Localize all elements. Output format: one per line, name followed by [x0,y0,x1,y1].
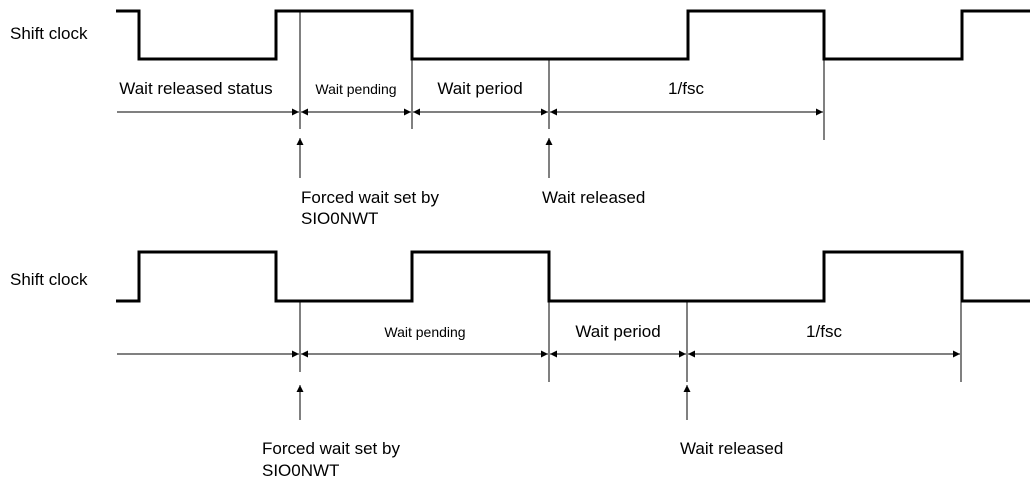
annotation-forced-wait: Forced wait set by [301,188,439,207]
shift-clock-waveform [116,9,1030,61]
segment-wait-period: Wait period [437,79,522,98]
signal-label: Shift clock [10,24,88,43]
annotation-forced-wait: Forced wait set by [262,439,400,458]
annotation-register: SIO0NWT [262,461,339,480]
segment-period-fsc: 1/fsc [806,322,842,341]
annotation-wait-released: Wait released [680,439,783,458]
segment-wait-period: Wait period [575,322,660,341]
diagram-1: Shift clock Wait released status Wait pe… [10,9,1030,228]
shift-clock-waveform [116,250,1030,303]
annotation-register: SIO0NWT [301,209,378,228]
annotation-wait-released: Wait released [542,188,645,207]
signal-label: Shift clock [10,270,88,289]
diagram-2: Shift clock Wait pending Wait period 1/f… [10,250,1030,480]
segment-wait-pending: Wait pending [315,81,396,97]
segment-period-fsc: 1/fsc [668,79,704,98]
segment-wait-pending: Wait pending [384,324,465,340]
segment-wait-released-status: Wait released status [119,79,272,98]
